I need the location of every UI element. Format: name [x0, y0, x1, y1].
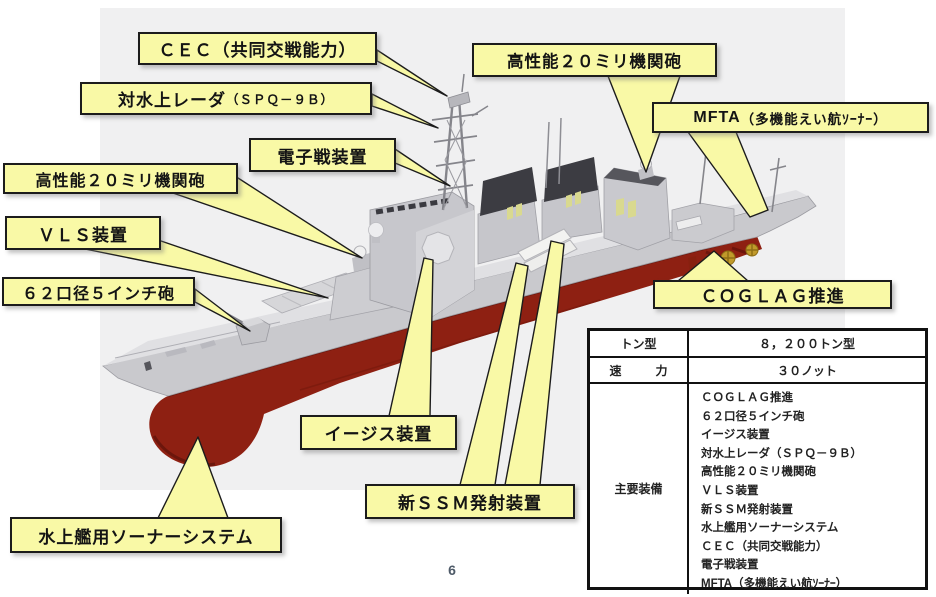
callout-mfta-label: MFTA [693, 108, 741, 126]
hangar-superstructure [603, 167, 671, 251]
spec-equipment-header: 主要装備 [590, 384, 689, 594]
equipment-item: ＶＬＳ装置 [701, 484, 759, 497]
equipment-item: イージス装置 [701, 429, 770, 442]
callout-mfta-suffix: （多機能えい航ｿｰﾅｰ） [740, 111, 888, 127]
callout-cec: ＣＥＣ（共同交戦能力） [138, 32, 377, 65]
callout-ciws-left: 高性能２０ミリ機関砲 [3, 163, 238, 194]
spec-speed-value: ３０ノット [689, 358, 925, 384]
callout-surface-radar-suffix: （ＳＰＱ－９Ｂ） [225, 93, 334, 107]
callout-electronic-warfare-label: 電子戦装置 [277, 147, 368, 167]
satcom-dome [368, 222, 384, 243]
callout-ciws-right: 高性能２０ミリ機関砲 [472, 43, 717, 77]
hull-bottom-red [149, 236, 762, 468]
callout-hull-sonar-label: 水上艦用ソーナーシステム [38, 527, 254, 547]
equipment-item: 対水上レーダ（ＳＰＱ－９Ｂ） [701, 447, 862, 460]
funnel-aft [541, 157, 603, 243]
callout-ssm-label: 新ＳＳＭ発射装置 [398, 494, 542, 513]
leader-surface-radar [371, 93, 439, 129]
callout-electronic-warfare: 電子戦装置 [249, 138, 396, 172]
equipment-item: MFTA（多機能えい航ｿｰﾅｰ） [701, 577, 848, 590]
callout-vls-label: ＶＬＳ装置 [38, 225, 128, 245]
aegis-spy-panel [421, 231, 455, 265]
spec-tonnage-header: トン型 [590, 331, 689, 358]
spec-table: トン型 ８，２００トン型 速 力 ３０ノット 主要装備 ＣＯＧＬＡＧ推進 ６２口… [587, 328, 928, 594]
spec-speed-header: 速 力 [590, 358, 689, 384]
spec-equipment-list: ＣＯＧＬＡＧ推進 ６２口径５インチ砲 イージス装置 対水上レーダ（ＳＰＱ－９Ｂ）… [689, 384, 925, 594]
leader-cec [376, 49, 448, 97]
mid-masts [545, 117, 562, 189]
equipment-item: ＣＯＧＬＡＧ推進 [701, 392, 793, 404]
callout-gun-5inch-label: ６２口径５インチ砲 [21, 285, 175, 303]
callout-vls: ＶＬＳ装置 [5, 216, 161, 250]
main-mast [431, 73, 489, 211]
equipment-item: ＣＥＣ（共同交戦能力） [701, 540, 828, 553]
ciws-left-mount [352, 245, 372, 272]
leader-gun-5inch [194, 288, 251, 332]
equipment-item: 電子戦装置 [701, 559, 759, 572]
callout-coglag-label: ＣＯＧＬＡＧ推進 [700, 287, 845, 306]
aft-deckhouse [671, 202, 735, 244]
callout-ciws-left-label: 高性能２０ミリ機関砲 [35, 172, 206, 190]
bridge-windows [375, 197, 453, 215]
callout-surface-radar: 対水上レーダ（ＳＰＱ－９Ｂ） [80, 82, 372, 115]
callout-aegis: イージス装置 [300, 415, 457, 450]
callout-coglag: ＣＯＧＬＡＧ推進 [653, 280, 892, 309]
callout-ssm: 新ＳＳＭ発射装置 [365, 484, 575, 519]
callout-cec-label: ＣＥＣ（共同交戦能力） [158, 41, 357, 60]
callout-gun-5inch: ６２口径５インチ砲 [2, 277, 195, 306]
aft-masts [699, 151, 787, 213]
callout-leaders [79, 49, 769, 519]
callout-ciws-right-label: 高性能２０ミリ機関砲 [507, 53, 682, 71]
equipment-item: 高性能２０ミリ機関砲 [701, 466, 816, 479]
equipment-item: ６２口径５インチ砲 [701, 410, 805, 423]
bow-anchor-mark [144, 361, 152, 371]
callout-surface-radar-label: 対水上レーダ [117, 91, 226, 110]
equipment-item: 新ＳＳＭ発射装置 [701, 503, 793, 516]
spec-tonnage-value: ８，２００トン型 [689, 331, 925, 358]
callout-hull-sonar: 水上艦用ソーナーシステム [10, 517, 282, 553]
callout-aegis-label: イージス装置 [324, 425, 433, 444]
equipment-item: 水上艦用ソーナーシステム [701, 522, 839, 535]
page-number: 6 [448, 562, 456, 578]
callout-mfta: MFTA（多機能えい航ｿｰﾅｰ） [652, 102, 929, 133]
funnel-forward [477, 167, 541, 265]
